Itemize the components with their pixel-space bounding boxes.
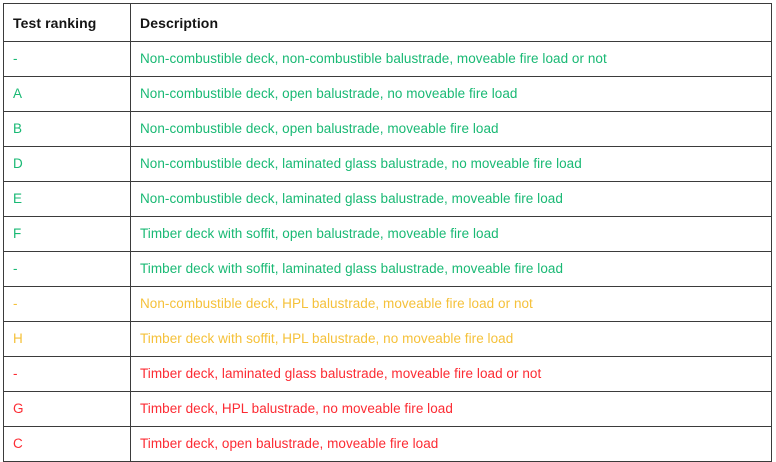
table-row: -Non-combustible deck, HPL balustrade, m… [3, 286, 772, 322]
cell-description: Timber deck with soffit, HPL balustrade,… [130, 321, 772, 357]
table-row: -Non-combustible deck, non-combustible b… [3, 41, 772, 77]
table-row: -Timber deck with soffit, laminated glas… [3, 251, 772, 287]
cell-test-ranking: G [3, 391, 131, 427]
cell-test-ranking: H [3, 321, 131, 357]
cell-description: Timber deck with soffit, open balustrade… [130, 216, 772, 252]
cell-description: Non-combustible deck, laminated glass ba… [130, 146, 772, 182]
document-sheet: Test ranking Description -Non-combustibl… [3, 3, 772, 462]
cell-test-ranking: D [3, 146, 131, 182]
cell-test-ranking: - [3, 356, 131, 392]
cell-test-ranking: - [3, 286, 131, 322]
column-header-description: Description [130, 3, 772, 42]
cell-description: Non-combustible deck, laminated glass ba… [130, 181, 772, 217]
cell-test-ranking: E [3, 181, 131, 217]
table-header: Test ranking Description [3, 3, 772, 42]
table-header-row: Test ranking Description [3, 3, 772, 42]
table-row: -Timber deck, laminated glass balustrade… [3, 356, 772, 392]
cell-test-ranking: - [3, 251, 131, 287]
cell-description: Non-combustible deck, non-combustible ba… [130, 41, 772, 77]
cell-test-ranking: B [3, 111, 131, 147]
cell-description: Non-combustible deck, HPL balustrade, mo… [130, 286, 772, 322]
cell-description: Timber deck, open balustrade, moveable f… [130, 426, 772, 462]
cell-description: Timber deck, HPL balustrade, no moveable… [130, 391, 772, 427]
cell-test-ranking: - [3, 41, 131, 77]
cell-description: Timber deck with soffit, laminated glass… [130, 251, 772, 287]
cell-test-ranking: F [3, 216, 131, 252]
cell-description: Non-combustible deck, open balustrade, m… [130, 111, 772, 147]
cell-test-ranking: C [3, 426, 131, 462]
test-ranking-table: Test ranking Description -Non-combustibl… [3, 3, 772, 462]
cell-description: Non-combustible deck, open balustrade, n… [130, 76, 772, 112]
cell-test-ranking: A [3, 76, 131, 112]
table-body: -Non-combustible deck, non-combustible b… [3, 41, 772, 462]
column-header-test-ranking: Test ranking [3, 3, 131, 42]
cell-description: Timber deck, laminated glass balustrade,… [130, 356, 772, 392]
